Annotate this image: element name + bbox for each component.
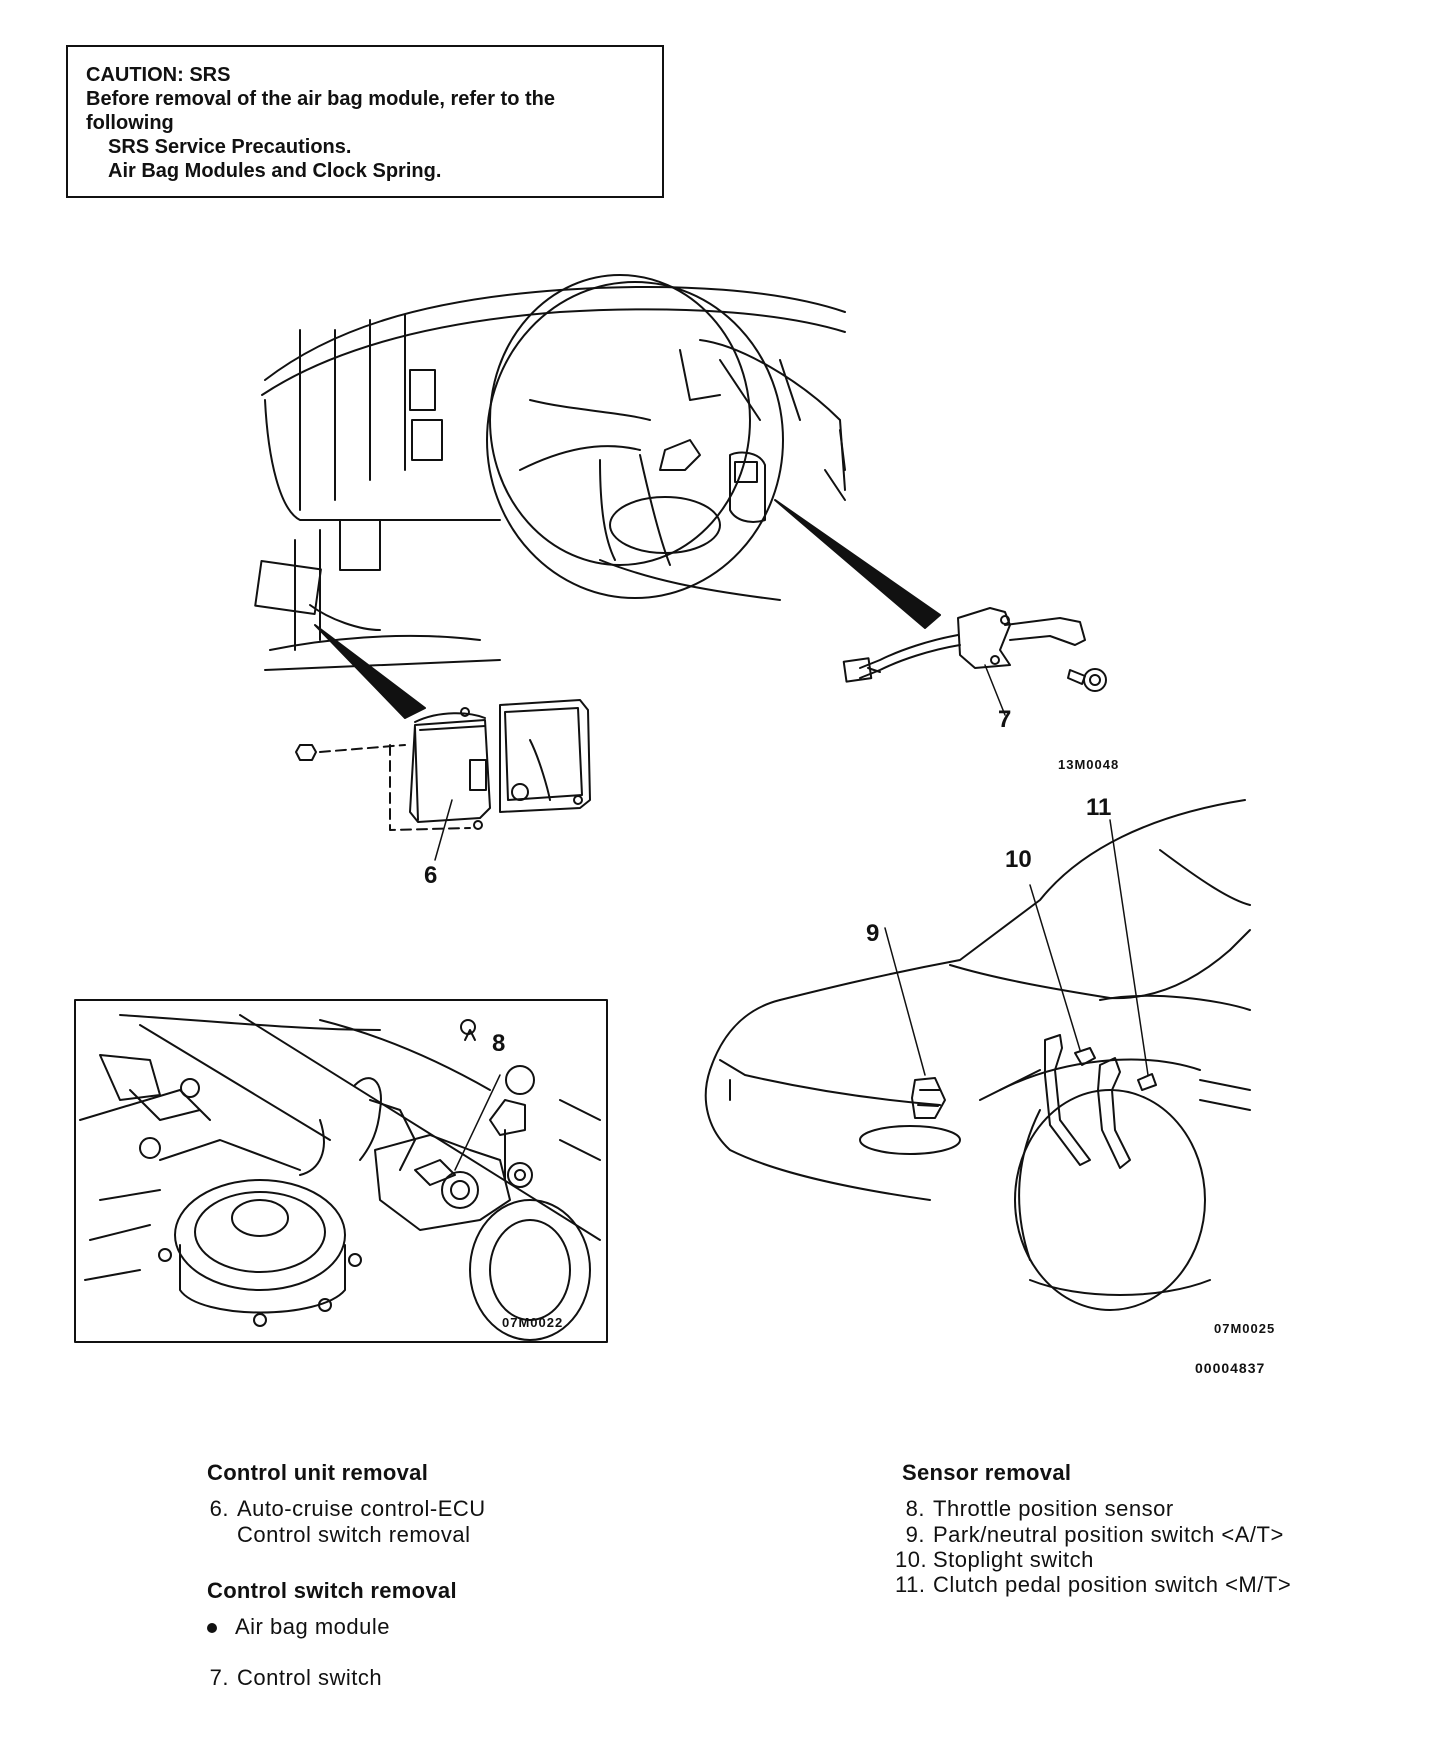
caution-line-3: SRS Service Precautions. (108, 136, 352, 158)
caution-line-2: following (86, 112, 174, 134)
bullet-item-text: Air bag module (235, 1614, 390, 1639)
sensor-item-11-number: 11. (895, 1572, 926, 1597)
figure-code-engine: 07M0022 (502, 1315, 564, 1330)
control-unit-title: Control unit removal (207, 1460, 429, 1485)
control-unit-item-6-line2: Control switch removal (237, 1522, 471, 1547)
sensor-item-11: 11. Clutch pedal position switch <M/T> (895, 1572, 1291, 1598)
control-switch-title: Control switch removal (207, 1578, 457, 1603)
callout-9: 9 (866, 920, 880, 947)
item-6-text: Auto-cruise control-ECU (237, 1496, 486, 1521)
sensor-title: Sensor removal (902, 1460, 1072, 1485)
control-switch-illustration (842, 607, 1107, 716)
sensor-item-10: 10.Stoplight switch (895, 1547, 1094, 1573)
dashboard-illustration (254, 274, 941, 719)
callout-11: 11 (1086, 794, 1112, 821)
caution-line-1: Before removal of the air bag module, re… (86, 88, 555, 110)
figure-code-steering: 13M0048 (1058, 757, 1120, 772)
item-7-text: Control switch (237, 1665, 383, 1690)
sensor-item-8-number: 8. (905, 1496, 925, 1521)
sensor-item-9: 9. Park/neutral position switch <A/T> (895, 1522, 1284, 1548)
sensor-item-8-text: Throttle position sensor (933, 1496, 1174, 1521)
figure-code-car: 07M0025 (1214, 1321, 1276, 1336)
sensor-item-10-number: 10. (895, 1547, 928, 1572)
sensor-item-9-text: Park/neutral position switch <A/T> (933, 1522, 1284, 1547)
bullet-dot (207, 1623, 217, 1634)
car-illustration (704, 799, 1251, 1311)
control-unit-item-6: 6. Auto-cruise control-ECU (199, 1496, 486, 1522)
item-7-number: 7. (209, 1665, 229, 1690)
callout-8: 8 (492, 1030, 506, 1057)
callout-7: 7 (998, 706, 1012, 733)
sensor-item-11-text: Clutch pedal position switch <M/T> (933, 1572, 1292, 1597)
callout-10: 10 (1005, 846, 1032, 873)
control-switch-item-7: 7. Control switch (199, 1665, 382, 1691)
caution-line-4: Air Bag Modules and Clock Spring. (108, 160, 442, 182)
control-switch-bullet-item: Air bag module (207, 1614, 390, 1640)
sensor-item-8: 8. Throttle position sensor (895, 1496, 1174, 1522)
page-code: 00004837 (1195, 1360, 1266, 1376)
ecu-illustration (295, 699, 591, 861)
callout-6: 6 (424, 862, 438, 889)
caution-title: CAUTION: SRS (86, 64, 231, 86)
item-6-number: 6. (209, 1496, 229, 1521)
engine-inset (74, 999, 608, 1343)
sensor-item-9-number: 9. (905, 1522, 925, 1547)
caution-box: CAUTION: SRS Before removal of the air b… (66, 45, 664, 198)
sensor-item-10-text: Stoplight switch (933, 1547, 1094, 1572)
